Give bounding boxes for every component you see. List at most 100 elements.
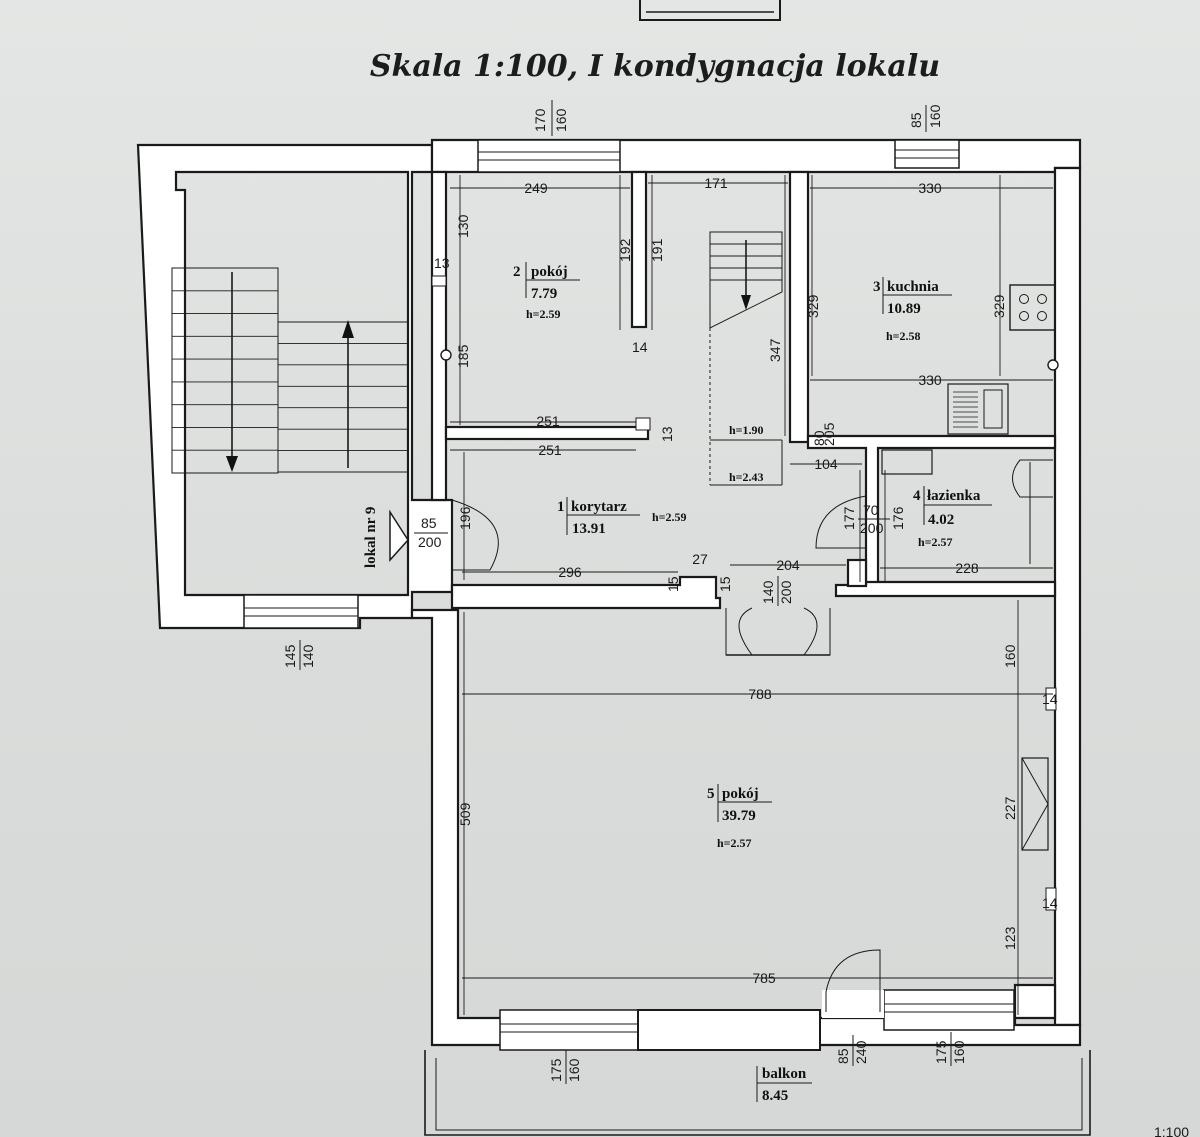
room2-bottom-wall: [444, 425, 650, 441]
room-label-lazienka: 4 łazienka 4.02 h=2.57: [913, 486, 992, 549]
opening-bottom-window-right: 175 160: [933, 1032, 967, 1066]
room-name: korytarz: [571, 499, 627, 515]
svg-text:200: 200: [778, 580, 794, 604]
svg-text:70: 70: [863, 502, 879, 518]
opening-entrance: 85 200: [414, 515, 448, 550]
washbasin-icon: [881, 449, 933, 475]
svg-text:175: 175: [548, 1058, 564, 1082]
svg-text:85: 85: [908, 112, 924, 128]
inner-stairs: h=1.90 h=2.43: [709, 231, 783, 486]
dimension-lines: [450, 175, 1053, 1015]
room-height: h=2.57: [918, 535, 953, 549]
dim: 14: [1042, 895, 1058, 911]
balcony-outline: [424, 1050, 1091, 1136]
svg-text:170: 170: [532, 108, 548, 132]
svg-text:140: 140: [760, 580, 776, 604]
doors: [389, 495, 881, 1012]
svg-text:160: 160: [927, 104, 943, 128]
room-name: łazienka: [927, 488, 981, 504]
stairwell-stairs: [171, 267, 409, 474]
svg-text:145: 145: [282, 644, 298, 668]
room-name: pokój: [722, 786, 759, 802]
dim: 191: [649, 238, 665, 262]
dim: 228: [955, 560, 979, 576]
svg-text:85: 85: [835, 1048, 851, 1064]
opening-stair-window: 145 140: [282, 640, 316, 670]
stairwell-window: [243, 594, 359, 629]
dim: 177: [841, 506, 857, 530]
dim: 205: [821, 422, 837, 446]
top-windows: [477, 139, 960, 173]
dim: 329: [991, 294, 1007, 318]
balcony-name: balkon: [762, 1066, 807, 1082]
dim: 130: [455, 214, 471, 238]
balcony-label: balkon 8.45: [756, 1066, 812, 1104]
svg-text:160: 160: [553, 108, 569, 132]
living-top-wall: [450, 575, 722, 610]
room-label-pokoj-2: 2 pokój 7.79 h=2.59: [513, 262, 580, 321]
entrance-arrow-icon: [389, 509, 409, 562]
opening-top-kitchen: 85 160: [908, 104, 943, 132]
dim: 171: [704, 175, 728, 191]
svg-text:200: 200: [418, 534, 442, 550]
room-number: 4: [913, 488, 921, 504]
room-number: 5: [707, 786, 715, 802]
balcony-area: 8.45: [762, 1088, 788, 1104]
room-label-kuchnia: 3 kuchnia 10.89 h=2.58: [873, 277, 952, 343]
room-height: h=2.59: [652, 510, 687, 524]
bath-wall-stub: [846, 558, 868, 588]
room2-left-wall: [430, 170, 448, 502]
room-label-korytarz: 1 korytarz 13.91 h=2.59: [557, 497, 687, 537]
dim: 123: [1002, 926, 1018, 950]
room-name: kuchnia: [887, 279, 939, 295]
svg-text:140: 140: [300, 644, 316, 668]
dim: 27: [692, 551, 708, 567]
room-area: 4.02: [928, 512, 954, 528]
dim: 330: [918, 372, 942, 388]
previous-drawing-fragment: [639, 0, 781, 21]
cooktop-icon: [1009, 284, 1056, 331]
radiator-icon: [440, 349, 452, 361]
dim: 185: [455, 344, 471, 368]
stair-height-lower: h=2.43: [729, 470, 764, 484]
dim: 14: [1042, 691, 1058, 707]
room-area: 13.91: [572, 521, 606, 537]
svg-text:175: 175: [933, 1040, 949, 1064]
svg-text:240: 240: [853, 1040, 869, 1064]
room-height: h=2.58: [886, 329, 921, 343]
opening-bath-door: 70 200: [858, 502, 890, 536]
entrance-label: lokal nr 9: [363, 507, 379, 568]
svg-text:160: 160: [951, 1040, 967, 1064]
opening-bottom-window-left: 175 160: [548, 1050, 582, 1084]
dim: 251: [536, 413, 560, 429]
room-name: pokój: [531, 264, 568, 280]
stair-height-upper: h=1.90: [729, 423, 764, 437]
bottom-wall: [410, 608, 1082, 1047]
dim: 329: [805, 294, 821, 318]
dim: 509: [457, 802, 473, 826]
svg-text:200: 200: [860, 520, 884, 536]
room-number: 1: [557, 499, 565, 515]
kitchen-sink-icon: [947, 383, 1009, 435]
fixtures: [431, 275, 1059, 911]
labels: 1 korytarz 13.91 h=2.59 2 pokój 7.79 h=2…: [282, 100, 1189, 1137]
dim: 13: [434, 255, 450, 271]
dim: 251: [538, 442, 562, 458]
dim: 249: [524, 180, 548, 196]
room-number: 2: [513, 264, 521, 280]
plan-title: Skala 1:100, I kondygnacja lokalu: [370, 49, 940, 84]
right-wall: [1053, 166, 1082, 1027]
dim: 227: [1002, 796, 1018, 820]
dim: 14: [632, 339, 648, 355]
room-area: 39.79: [722, 808, 756, 824]
svg-text:160: 160: [566, 1058, 582, 1082]
dim: 160: [1002, 644, 1018, 668]
toilet-icon: [1012, 459, 1053, 498]
room-area: 7.79: [531, 286, 557, 302]
svg-text:85: 85: [421, 515, 437, 531]
opening-living-door: 140 200: [760, 576, 794, 606]
room-height: h=2.57: [717, 836, 752, 850]
dim: 330: [918, 180, 942, 196]
